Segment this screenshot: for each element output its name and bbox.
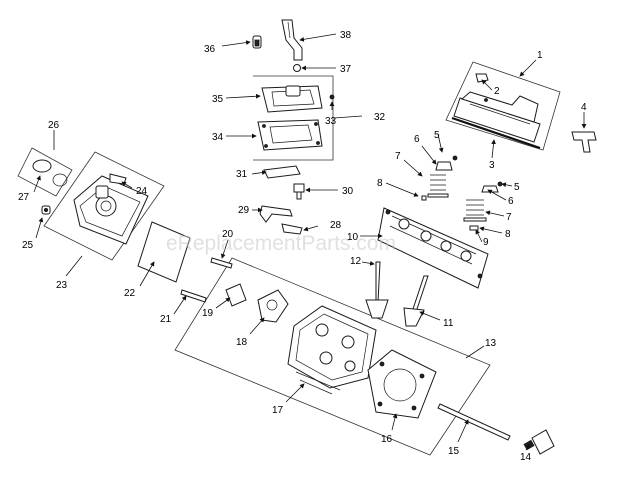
rocker-cover-23 xyxy=(73,175,149,245)
callout-37: 37 xyxy=(340,64,352,75)
push-rod-15 xyxy=(437,403,511,441)
breather-tube xyxy=(281,19,303,61)
oil-cap-27 xyxy=(32,159,68,187)
callout-35: 35 xyxy=(212,94,224,105)
callout-8b: 8 xyxy=(505,229,511,240)
callout-29: 29 xyxy=(238,205,250,216)
callout-4: 4 xyxy=(581,102,587,113)
breather-cover-35 xyxy=(261,85,323,113)
callout-3: 3 xyxy=(489,160,495,171)
grommet-37 xyxy=(293,64,301,72)
callout-6b: 6 xyxy=(508,196,514,207)
head-gasket-16 xyxy=(367,349,437,419)
rocker-arm-28 xyxy=(281,223,303,235)
group-frame-left-cover xyxy=(43,151,165,261)
callout-14: 14 xyxy=(520,452,532,463)
gasket-3 xyxy=(451,116,541,150)
callout-26: 26 xyxy=(48,120,60,131)
callout-7a: 7 xyxy=(395,151,401,162)
breather-plate-34 xyxy=(257,119,323,151)
callout-28: 28 xyxy=(330,220,342,231)
collar-19 xyxy=(225,283,247,307)
callout-1: 1 xyxy=(537,50,543,61)
callout-6a: 6 xyxy=(414,134,420,145)
callout-8a: 8 xyxy=(377,178,383,189)
group-frame-breather xyxy=(253,75,334,161)
callout-9: 9 xyxy=(483,237,489,248)
callout-32: 32 xyxy=(374,112,386,123)
callout-33: 33 xyxy=(325,116,337,127)
valve-spring-lower xyxy=(463,181,503,231)
callout-38: 38 xyxy=(340,30,352,41)
callout-15: 15 xyxy=(448,446,460,457)
nut-2 xyxy=(475,73,489,83)
leader-lines xyxy=(33,33,587,451)
callout-31: 31 xyxy=(236,169,248,180)
callout-25: 25 xyxy=(22,240,34,251)
callout-34: 34 xyxy=(212,132,224,143)
cylinder-head-10 xyxy=(377,207,489,289)
fitting-36 xyxy=(252,35,262,49)
stud-20 xyxy=(210,257,233,269)
callout-22: 22 xyxy=(124,288,136,299)
bolt-30 xyxy=(293,183,305,200)
spark-plug-14 xyxy=(523,429,555,455)
screw-33 xyxy=(329,94,335,100)
callout-labels: 1 2 3 4 5 5 6 6 7 7 8 8 9 10 11 12 13 14… xyxy=(18,30,587,463)
callout-10: 10 xyxy=(347,232,359,243)
group-frame-oil-cap xyxy=(17,147,73,197)
callout-11: 11 xyxy=(443,318,454,329)
rocker-arm-29 xyxy=(259,205,293,223)
callout-12: 12 xyxy=(350,256,362,267)
callout-19: 19 xyxy=(202,308,214,319)
callout-16: 16 xyxy=(381,434,393,445)
callout-27: 27 xyxy=(18,192,30,203)
callout-2: 2 xyxy=(494,86,500,97)
callout-18: 18 xyxy=(236,337,248,348)
stud-21 xyxy=(180,289,207,303)
callout-20: 20 xyxy=(222,229,234,240)
callout-21: 21 xyxy=(160,314,172,325)
callout-36: 36 xyxy=(204,44,216,55)
plug-25 xyxy=(41,205,51,215)
callout-7b: 7 xyxy=(506,212,512,223)
housing-18 xyxy=(257,289,289,323)
valve-12 xyxy=(365,261,389,319)
callout-30: 30 xyxy=(342,186,354,197)
callout-5a: 5 xyxy=(434,130,440,141)
valve-cover-1 xyxy=(453,91,541,143)
callout-5b: 5 xyxy=(514,182,520,193)
valve-11 xyxy=(403,275,429,327)
callout-23: 23 xyxy=(56,280,68,291)
bracket-31 xyxy=(263,165,301,179)
watermark-text: eReplacementParts.com xyxy=(166,232,396,255)
bracket-4 xyxy=(571,131,597,153)
callout-24: 24 xyxy=(136,186,148,197)
callout-17: 17 xyxy=(272,405,284,416)
cylinder-head-17 xyxy=(287,305,377,395)
callout-13: 13 xyxy=(485,338,497,349)
group-frame-head-assembly xyxy=(174,257,491,456)
group-frame-valve-cover xyxy=(445,61,561,151)
valve-spring-upper xyxy=(421,155,458,201)
